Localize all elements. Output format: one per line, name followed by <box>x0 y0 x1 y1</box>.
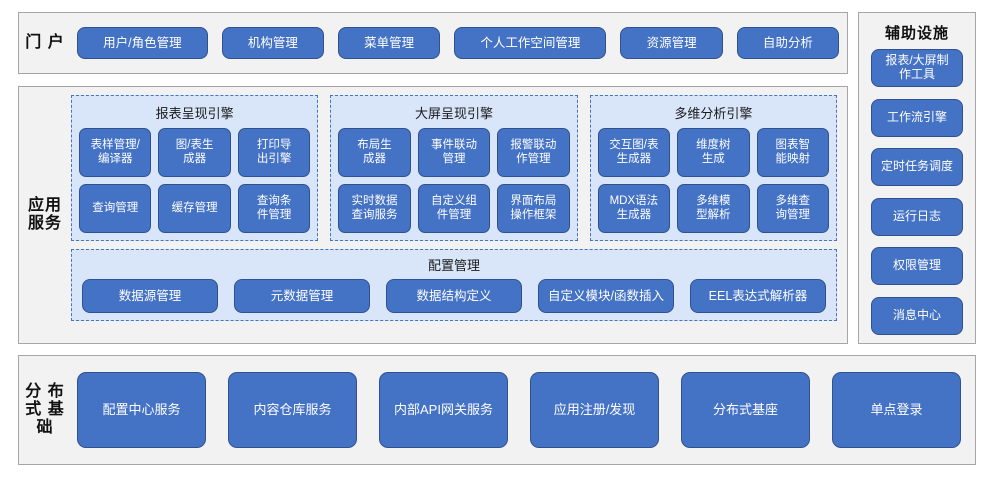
engine-2-item-2[interactable]: 图表智 能映射 <box>756 128 829 177</box>
portal-section-label: 门 户 <box>19 13 71 73</box>
aux-facilities-button-group: 报表/大屏制 作工具工作流引擎定时任务调度运行日志权限管理消息中心 <box>871 49 963 335</box>
distributed-base-section-label-text: 分 布 式 基 础 <box>25 383 65 436</box>
engine-1-item-4[interactable]: 自定义组 件管理 <box>417 184 491 233</box>
engine-panel-2: 多维分析引擎交互图/表 生成器维度树 生成图表智 能映射 MDX语法 生成器多维模… <box>589 95 837 241</box>
portal-section-label-text: 门 户 <box>25 34 65 52</box>
portal-section: 门 户 用户/角色管理机构管理菜单管理个人工作空间管理资源管理自助分析 <box>18 12 848 74</box>
engine-panel-grid-1: 布局生 成器事件联动 管理报警联动 作管理实时数据 查询服务自定义组 件管理界面… <box>338 128 570 233</box>
engine-panel-1: 大屏呈现引擎布局生 成器事件联动 管理报警联动 作管理实时数据 查询服务自定义组… <box>330 95 578 241</box>
aux-item-4[interactable]: 权限管理 <box>871 247 963 286</box>
config-item-4[interactable]: EEL表达式解析器 <box>690 279 826 313</box>
engine-2-item-0[interactable]: 交互图/表 生成器 <box>597 128 671 177</box>
aux-facilities-section: 辅助设施 报表/大屏制 作工具工作流引擎定时任务调度运行日志权限管理消息中心 <box>858 12 976 344</box>
engine-panel-grid-2: 交互图/表 生成器维度树 生成图表智 能映射 MDX语法 生成器多维模 型解析多维… <box>597 128 829 233</box>
engine-1-item-5[interactable]: 界面布局 操作框架 <box>497 184 570 233</box>
engine-0-item-0[interactable]: 表样管理/ 编译器 <box>79 128 152 177</box>
engine-1-item-2[interactable]: 报警联动 作管理 <box>497 128 570 177</box>
portal-button-5[interactable]: 自助分析 <box>736 27 839 59</box>
aux-item-1[interactable]: 工作流引擎 <box>871 98 963 137</box>
engine-panel-title-2: 多维分析引擎 <box>674 106 753 121</box>
engine-1-item-1[interactable]: 事件联动 管理 <box>417 128 491 177</box>
engine-0-item-2[interactable]: 打印导 出引擎 <box>237 128 311 177</box>
engine-1-item-3[interactable]: 实时数据 查询服务 <box>338 184 411 233</box>
aux-facilities-title: 辅助设施 <box>884 25 949 42</box>
engine-panel-group: 报表呈现引擎表样管理/ 编译器图/表生 成器打印导 出引擎查询管理缓存管理查询条… <box>71 95 837 241</box>
engine-2-item-4[interactable]: 多维模 型解析 <box>677 184 750 233</box>
portal-button-0[interactable]: 用户/角色管理 <box>77 27 208 59</box>
distributed-base-item-4[interactable]: 分布式基座 <box>681 372 810 448</box>
engine-panel-grid-0: 表样管理/ 编译器图/表生 成器打印导 出引擎查询管理缓存管理查询条 件管理 <box>79 128 311 233</box>
config-management-panel: 配置管理 数据源管理元数据管理数据结构定义自定义模块/函数插入 EEL表达式解析器 <box>71 249 837 321</box>
config-item-1[interactable]: 元数据管理 <box>234 279 370 313</box>
config-management-button-group: 数据源管理元数据管理数据结构定义自定义模块/函数插入 EEL表达式解析器 <box>82 279 826 313</box>
portal-button-1[interactable]: 机构管理 <box>221 27 324 59</box>
engine-panel-title-0: 报表呈现引擎 <box>155 106 234 121</box>
app-services-body: 报表呈现引擎表样管理/ 编译器图/表生 成器打印导 出引擎查询管理缓存管理查询条… <box>71 93 837 337</box>
engine-0-item-4[interactable]: 缓存管理 <box>158 184 231 233</box>
aux-item-5[interactable]: 消息中心 <box>871 296 963 335</box>
engine-0-item-5[interactable]: 查询条 件管理 <box>237 184 311 233</box>
distributed-base-section: 分 布 式 基 础 配置中心服务内容仓库服务内部API网关服务应用注册/发现分布… <box>18 355 976 465</box>
distributed-base-section-label: 分 布 式 基 础 <box>19 356 71 464</box>
app-services-section: 应用 服务 报表呈现引擎表样管理/ 编译器图/表生 成器打印导 出引擎查询管理缓… <box>18 86 848 344</box>
config-item-2[interactable]: 数据结构定义 <box>386 279 522 313</box>
engine-2-item-1[interactable]: 维度树 生成 <box>677 128 750 177</box>
app-services-section-label: 应用 服务 <box>19 87 71 343</box>
engine-1-item-0[interactable]: 布局生 成器 <box>338 128 411 177</box>
distributed-base-item-3[interactable]: 应用注册/发现 <box>530 372 659 448</box>
distributed-base-button-group: 配置中心服务内容仓库服务内部API网关服务应用注册/发现分布式基座单点登录 <box>77 356 961 464</box>
portal-button-group: 用户/角色管理机构管理菜单管理个人工作空间管理资源管理自助分析 <box>77 13 839 73</box>
distributed-base-item-0[interactable]: 配置中心服务 <box>77 372 206 448</box>
config-item-0[interactable]: 数据源管理 <box>82 279 218 313</box>
engine-2-item-3[interactable]: MDX语法 生成器 <box>597 184 671 233</box>
engine-2-item-5[interactable]: 多维查 询管理 <box>756 184 829 233</box>
config-management-title: 配置管理 <box>427 258 480 273</box>
config-item-3[interactable]: 自定义模块/函数插入 <box>538 279 674 313</box>
portal-button-3[interactable]: 个人工作空间管理 <box>454 27 607 59</box>
aux-item-0[interactable]: 报表/大屏制 作工具 <box>871 49 963 87</box>
aux-item-3[interactable]: 运行日志 <box>871 197 963 236</box>
distributed-base-item-5[interactable]: 单点登录 <box>832 372 961 448</box>
aux-item-2[interactable]: 定时任务调度 <box>871 148 963 187</box>
distributed-base-item-2[interactable]: 内部API网关服务 <box>379 372 508 448</box>
app-services-section-label-text: 应用 服务 <box>27 197 62 232</box>
engine-panel-title-1: 大屏呈现引擎 <box>414 106 493 121</box>
distributed-base-item-1[interactable]: 内容仓库服务 <box>228 372 357 448</box>
engine-panel-0: 报表呈现引擎表样管理/ 编译器图/表生 成器打印导 出引擎查询管理缓存管理查询条… <box>71 95 319 241</box>
portal-button-2[interactable]: 菜单管理 <box>337 27 441 59</box>
portal-button-4[interactable]: 资源管理 <box>620 27 723 59</box>
engine-0-item-1[interactable]: 图/表生 成器 <box>158 128 231 177</box>
engine-0-item-3[interactable]: 查询管理 <box>79 184 152 233</box>
